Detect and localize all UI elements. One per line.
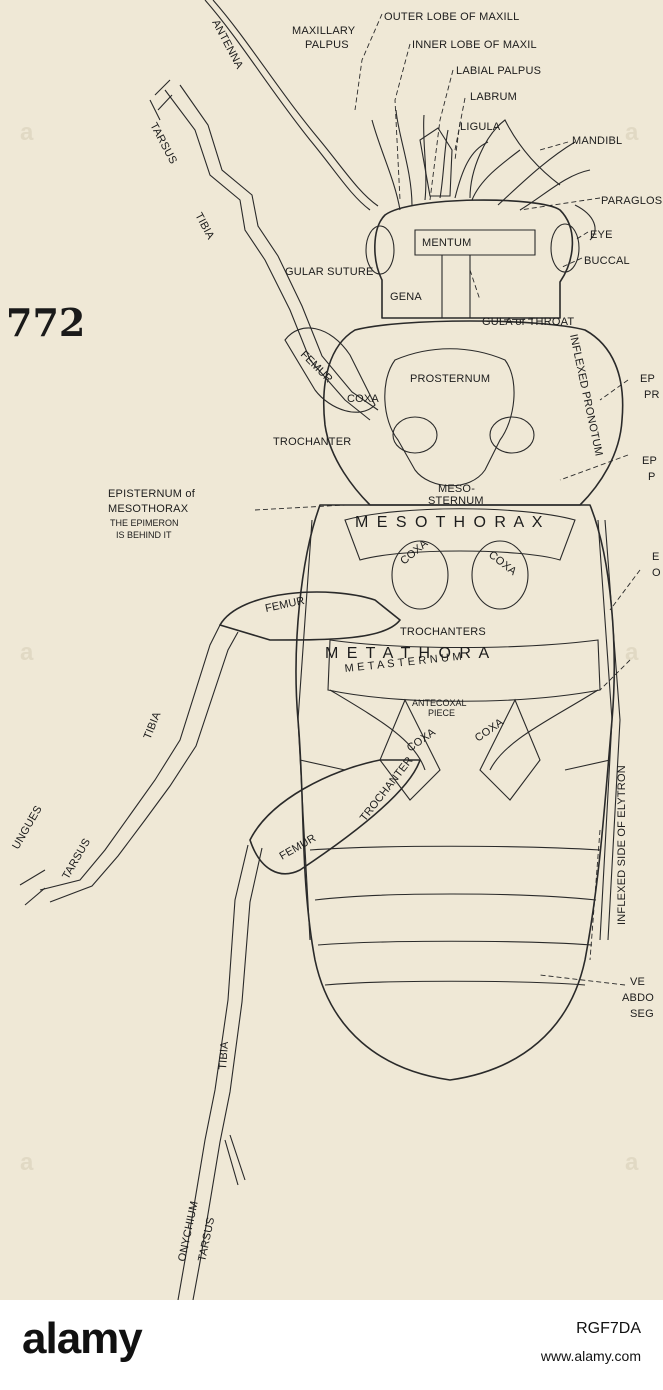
- label-metathorax: M E T A T H O R A: [325, 645, 491, 662]
- label-maxillary-palpus: MAXILLARY: [292, 25, 356, 37]
- label-inflexed-elytron: INFLEXED SIDE OF ELYTRON: [616, 765, 628, 925]
- label-trochanter-fore: TROCHANTER: [273, 436, 351, 448]
- label-mesosternum: STERNUM: [428, 495, 484, 507]
- label-episternum-mesothorax: MESOTHORAX: [108, 503, 189, 515]
- label-episternum-mesothorax: IS BEHIND IT: [116, 530, 172, 540]
- label-e: O: [652, 567, 661, 579]
- label-ep: EP: [640, 373, 655, 385]
- label-mesosternum: MESO-: [438, 483, 475, 495]
- label-labial-palpus: LABIAL PALPUS: [456, 65, 541, 77]
- beetle-diagram: a a a a a a 772: [6, 0, 662, 1300]
- label-ventral-abdominal-segments: SEG: [630, 1008, 654, 1020]
- beetle-body-outline: [295, 109, 624, 1081]
- figure-number: 772: [6, 300, 85, 345]
- watermark-mark: a: [625, 119, 639, 146]
- label-paraglossa: PARAGLOS: [601, 195, 662, 207]
- label-maxillary-palpus: PALPUS: [305, 39, 349, 51]
- stock-footer: alamy RGF7DA www.alamy.com: [0, 1300, 663, 1390]
- label-coxa-hind-right: COXA: [473, 716, 506, 744]
- illustration-plate: a a a a a a 772: [0, 0, 663, 1300]
- label-trochanter-hind: TROCHANTER: [358, 755, 416, 824]
- label-trochanters: TROCHANTERS: [400, 626, 486, 638]
- label-femur-mid: FEMUR: [264, 595, 306, 615]
- label-femur-hind: FEMUR: [278, 832, 319, 862]
- label-antecoxal-piece: ANTECOXAL: [412, 698, 467, 708]
- watermark-mark: a: [20, 1149, 34, 1176]
- watermark-mark: a: [20, 639, 34, 666]
- watermark-mark: a: [625, 639, 639, 666]
- antenna-right: [574, 204, 596, 241]
- label-coxa-mid-right: COXA: [486, 549, 519, 578]
- brand-logo: alamy: [22, 1314, 143, 1363]
- label-tibia-fore: TIBIA: [192, 211, 216, 242]
- label-ventral-abdominal-segments: VE: [630, 976, 645, 988]
- label-mesothorax: M E S O T H O R A X: [355, 514, 544, 531]
- label-ep: P: [648, 471, 656, 483]
- label-inner-lobe: INNER LOBE OF MAXIL: [412, 39, 537, 51]
- label-tarsus-mid: TARSUS: [60, 837, 93, 882]
- label-tibia-hind: TIBIA: [217, 1040, 231, 1070]
- label-coxa-hind-left: COXA: [405, 726, 438, 754]
- midleg: [19, 591, 401, 906]
- label-episternum-mesothorax: THE EPIMERON: [110, 518, 179, 528]
- label-mandible: MANDIBL: [572, 135, 622, 147]
- stock-image-id: RGF7DA: [576, 1320, 641, 1337]
- watermark-mark: a: [20, 119, 34, 146]
- antenna-left: [204, 0, 379, 211]
- label-outer-lobe: OUTER LOBE OF MAXILL: [384, 11, 519, 23]
- label-antecoxal-piece: PIECE: [428, 708, 455, 718]
- label-labrum: LABRUM: [470, 91, 517, 103]
- label-ligula: LIGULA: [460, 121, 501, 133]
- label-tibia-mid: TIBIA: [142, 710, 164, 741]
- label-prosternum: PROSTERNUM: [410, 373, 490, 385]
- label-coxa-fore: COXA: [347, 393, 379, 405]
- site-url: www.alamy.com: [540, 1348, 641, 1364]
- label-mentum: MENTUM: [422, 237, 471, 249]
- label-ep: EP: [642, 455, 657, 467]
- label-ungues: UNGUES: [10, 804, 45, 852]
- label-ventral-abdominal-segments: ABDO: [622, 992, 654, 1004]
- foreleg: [149, 79, 379, 421]
- label-eye: EYE: [590, 229, 613, 241]
- label-tarsus-hind: TARSUS: [196, 1216, 217, 1263]
- label-buccal: BUCCAL: [584, 255, 630, 267]
- diagram-labels: MAXILLARY PALPUS OUTER LOBE OF MAXILL IN…: [10, 11, 662, 1263]
- hindleg: [177, 759, 421, 1300]
- watermark-mark: a: [625, 1149, 639, 1176]
- label-ep: PR: [644, 389, 660, 401]
- leader-lines: [254, 13, 641, 986]
- label-e: E: [652, 551, 660, 563]
- label-gula-throat: GULA or THROAT: [482, 316, 574, 328]
- label-tarsus-fore: TARSUS: [147, 121, 179, 166]
- label-gena: GENA: [390, 291, 422, 303]
- label-episternum-mesothorax: EPISTERNUM of: [108, 488, 196, 500]
- label-gular-suture: GULAR SUTURE: [285, 266, 374, 278]
- label-inflexed-pronotum: INFLEXED PRONOTUM: [567, 333, 605, 457]
